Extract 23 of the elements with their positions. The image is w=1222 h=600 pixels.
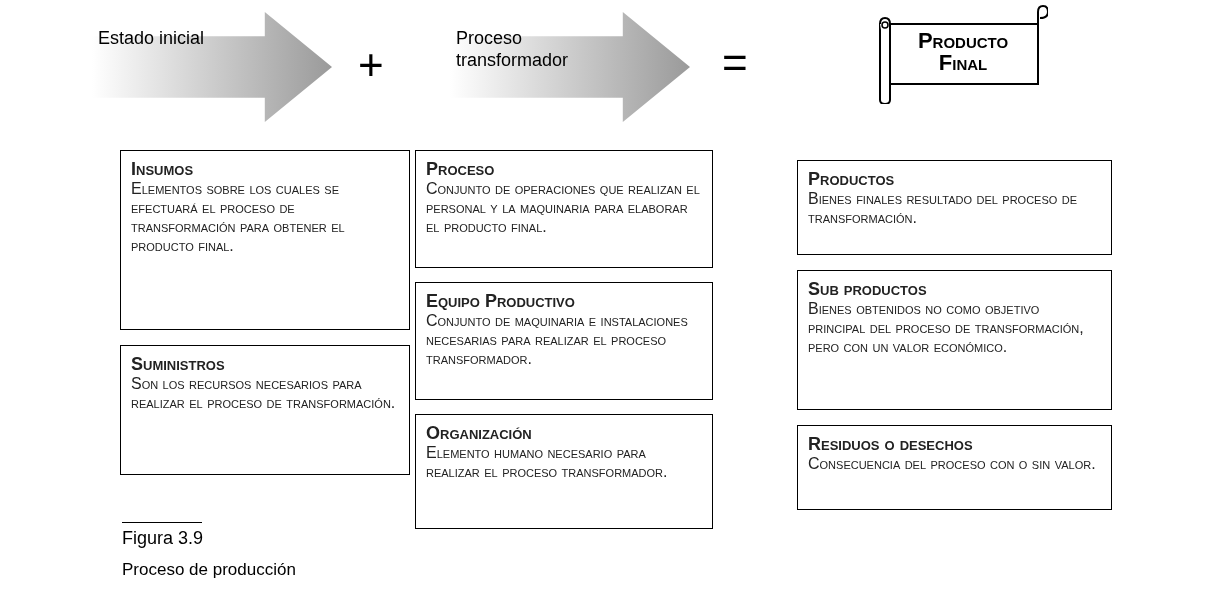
box-description: Bienes obtenidos no como objetivo principal del proceso de transformación, pero con un valor económico. xyxy=(808,299,1085,356)
box-heading: Suministros xyxy=(131,354,226,374)
box-description: Son los recursos necesarios para realizar el proceso de transformación. xyxy=(131,374,397,412)
box-heading: Organización xyxy=(426,423,533,443)
plus-sign: + xyxy=(358,40,384,90)
arrow-label: Proceso transformador xyxy=(456,27,570,72)
box-description: Bienes finales resultado del proceso de transformación. xyxy=(808,189,1079,227)
box-heading: Equipo Productivo xyxy=(426,291,576,311)
arrow-label: Estado inicial xyxy=(98,27,206,50)
figure-caption: Proceso de producción xyxy=(122,560,296,580)
box-heading: Productos xyxy=(808,169,896,189)
box-description: Conjunto de operaciones que realizan el personal y la maquinaria para elaborar el producto final. xyxy=(426,179,701,236)
box-heading: Proceso xyxy=(426,159,496,179)
box-description: Elementos sobre los cuales se efectuará el proceso de transformación para obtener el producto final. xyxy=(131,179,346,255)
box-description: Conjunto de maquinaria e instalaciones necesarias para realizar el proceso transformador. xyxy=(426,311,689,368)
box-heading: Sub productos xyxy=(808,279,928,299)
figure-number: Figura 3.9 xyxy=(122,528,204,549)
box-heading: Insumos xyxy=(131,159,195,179)
box-description: Consecuencia del proceso con o sin valor. xyxy=(808,454,1097,473)
box-heading: Residuos o desechos xyxy=(808,434,974,454)
equals-sign: = xyxy=(722,38,748,88)
banner-title: Producto Final xyxy=(916,30,1010,74)
box-description: Elemento humano necesario para realizar el proceso transformador. xyxy=(426,443,669,481)
